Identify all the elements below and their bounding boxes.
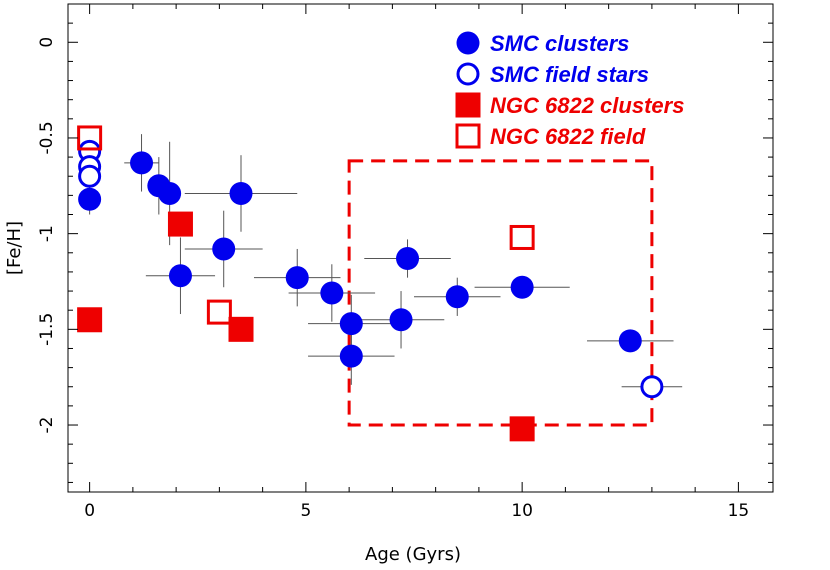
y-tick-label: 0 [37, 37, 57, 48]
x-tick-label: 10 [511, 501, 533, 521]
data-point-filled-circle [618, 329, 642, 353]
y-tick-label: -1.5 [37, 313, 57, 346]
legend-marker-open-square [455, 123, 481, 149]
data-point-filled-circle [339, 344, 363, 368]
y-axis-title: [Fe/H] [4, 221, 25, 275]
legend-label: SMC field stars [490, 62, 649, 87]
data-point-filled-circle [229, 181, 253, 205]
x-axis-title: Age (Gyrs) [365, 544, 461, 565]
data-point-filled-square [167, 211, 193, 237]
data-point-filled-circle [168, 264, 192, 288]
dashed-region-box [347, 159, 654, 427]
data-point-filled-circle [389, 308, 413, 332]
legend-label: SMC clusters [490, 31, 629, 56]
y-tick-label: -0.5 [37, 121, 57, 154]
data-point-filled-circle [78, 187, 102, 211]
legend-marker-filled-circle [456, 31, 480, 55]
data-point-filled-circle [158, 181, 182, 205]
plot-area [77, 125, 683, 442]
x-tick-label: 5 [300, 501, 311, 521]
legend-marker-filled-square [455, 92, 481, 118]
data-point-open-circle [78, 164, 102, 188]
data-point-open-circle [640, 375, 664, 399]
data-point-open-square [509, 224, 535, 250]
legend-label: NGC 6822 field [490, 124, 646, 149]
y-tick-label: -1 [37, 225, 57, 242]
y-tick-label: -2 [37, 417, 57, 434]
data-point-filled-circle [130, 151, 154, 175]
data-point-filled-circle [396, 247, 420, 271]
data-point-filled-circle [445, 285, 469, 309]
data-point-filled-circle [510, 275, 534, 299]
plot-frame [67, 3, 774, 493]
data-point-filled-circle [320, 281, 344, 305]
data-point-filled-square [77, 307, 103, 333]
legend-marker-open-circle [456, 62, 480, 86]
data-point-filled-square [228, 316, 254, 342]
data-point-filled-circle [339, 312, 363, 336]
data-point-filled-circle [212, 237, 236, 261]
legend-label: NGC 6822 clusters [490, 93, 684, 118]
x-tick-label: 0 [84, 501, 95, 521]
axis-ticks: 0 5 10 15 0 -0.5 -1 -1.5 -2 [37, 4, 773, 521]
data-point-open-square [206, 299, 232, 325]
data-point-filled-square [509, 416, 535, 442]
x-tick-label: 15 [728, 501, 750, 521]
data-point-open-square [77, 125, 103, 151]
data-point-filled-circle [285, 266, 309, 290]
